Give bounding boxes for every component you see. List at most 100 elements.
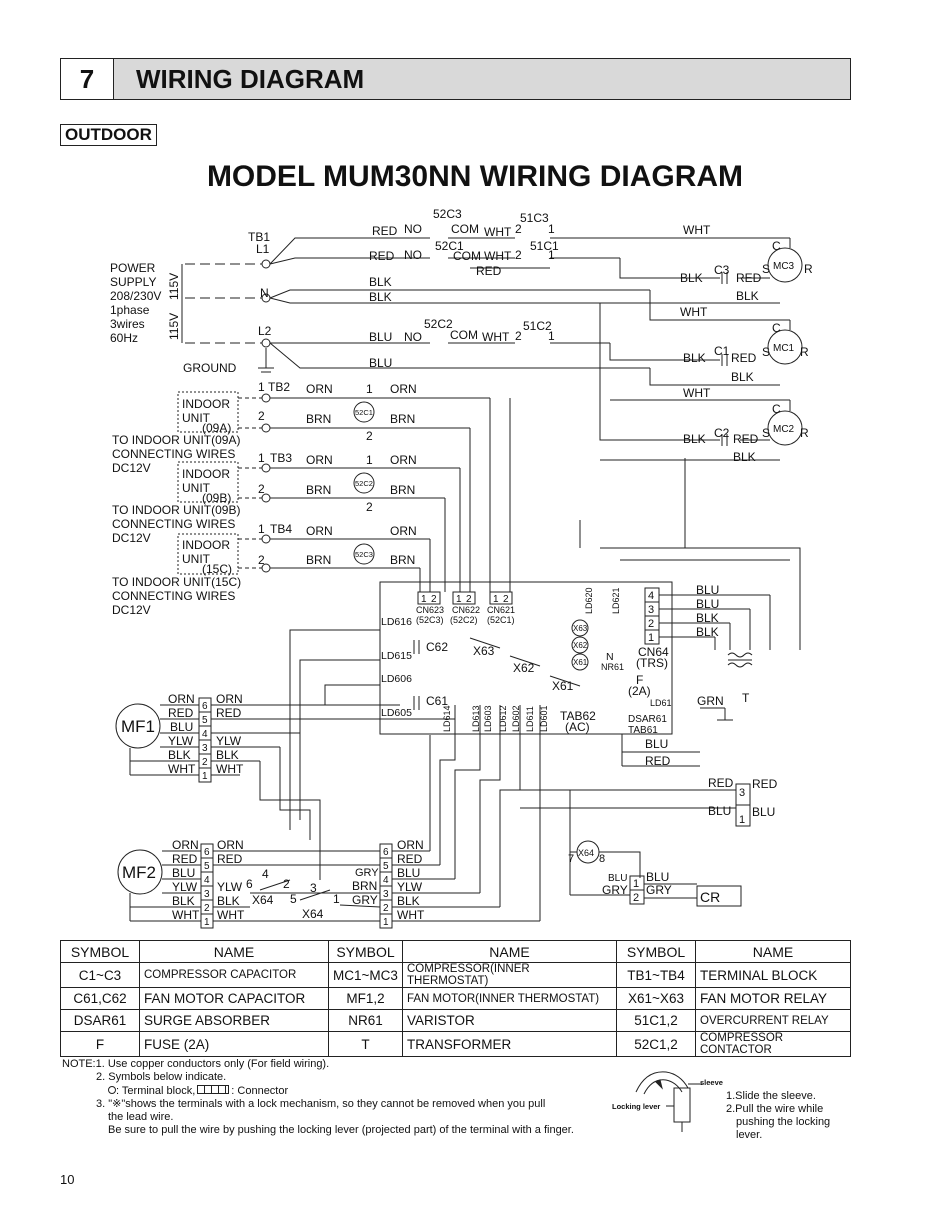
wire-blk-label: BLK <box>696 611 719 625</box>
capacitor-c2-label: C2 <box>714 426 730 440</box>
tb-pin-4: 4 <box>383 875 389 886</box>
table-row: DSAR61 SURGE ABSORBER NR61 VARISTOR 51C1… <box>60 1009 851 1032</box>
cell: COMPRESSOR CAPACITOR <box>139 962 329 988</box>
voltage-label-2: 115V <box>167 313 181 340</box>
capacitor-c62-label: C62 <box>426 640 448 654</box>
ld615-label: LD615 <box>381 650 412 662</box>
term-2-label: 2 <box>258 409 265 423</box>
wire-red-label: RED <box>369 249 395 263</box>
wire-red-label: RED <box>168 706 194 720</box>
wire-red-label: RED <box>733 432 759 446</box>
indoor-unit-label: INDOOR <box>182 397 230 411</box>
wire-red-label: RED <box>216 706 242 720</box>
wire-orn-label: ORN <box>217 838 244 852</box>
wire-blu-label: BLU <box>696 583 719 597</box>
wire-wht-label: WHT <box>484 249 512 263</box>
cell: MF1,2 <box>328 987 403 1010</box>
wire-brn-label: BRN <box>390 553 415 567</box>
wire-ylw-label: YLW <box>172 880 198 894</box>
cell: MC1~MC3 <box>328 962 403 988</box>
dc12v-label: DC12V <box>112 461 151 475</box>
cn621-sub: (52C1) <box>487 615 515 625</box>
wire-wht-label: WHT <box>217 908 245 922</box>
n-label: N <box>260 286 269 300</box>
wire-blu-label: BLU <box>369 330 392 344</box>
note-connector-text: : Connector <box>231 1084 289 1097</box>
tab61-label: TAB61 <box>628 725 658 736</box>
wire-blk-label: BLK <box>168 748 191 762</box>
header-symbol: SYMBOL <box>328 940 403 963</box>
wire-wht-label: WHT <box>680 305 708 319</box>
wire-grn-label: GRN <box>697 694 724 708</box>
mf2-pin-2: 2 <box>204 903 210 914</box>
x64-contact-5: 5 <box>290 892 297 906</box>
note-line: Be sure to pull the wire by pushing the … <box>108 1124 574 1137</box>
wire-blk-label: BLK <box>369 290 392 304</box>
ld601-label: LD601 <box>539 705 549 732</box>
wire-wht-label: WHT <box>484 225 512 239</box>
cr-pin-1: 1 <box>633 878 639 890</box>
wire-gry-label: GRY <box>602 883 628 897</box>
x64-pin-7: 7 <box>568 853 574 865</box>
wire-gry-label: GRY <box>355 867 379 879</box>
pin-2: 2 <box>431 594 437 605</box>
wire-blk-label: BLK <box>696 625 719 639</box>
tb3-label: TB3 <box>270 451 292 465</box>
term-2-label: 2 <box>515 222 522 236</box>
ld614-label: LD614 <box>442 705 452 732</box>
compressor-mc2-label: MC2 <box>773 424 795 435</box>
wire-orn-label: ORN <box>390 524 417 538</box>
contactor-52c1-label: 52C1 <box>355 408 373 417</box>
wire-orn-label: ORN <box>306 382 333 396</box>
fuse-f-label: F <box>636 673 643 687</box>
cell: C61,C62 <box>60 987 140 1010</box>
tb-pin-2: 2 <box>383 903 389 914</box>
cell: FAN MOTOR(INNER THERMOSTAT) <box>402 987 617 1010</box>
terminal-symbol-icon <box>108 1085 116 1094</box>
power-label-3: 208/230V <box>110 289 161 303</box>
cell: X61~X63 <box>616 987 696 1010</box>
cell: SURGE ABSORBER <box>139 1009 329 1032</box>
wire-blk-label: BLK <box>731 370 754 384</box>
power-label-4: 1phase <box>110 303 150 317</box>
wire-orn-label: ORN <box>306 453 333 467</box>
mf1-pin-1: 1 <box>202 771 208 782</box>
wire-blu-label: BLU <box>397 866 420 880</box>
term-2-label: 2 <box>258 553 265 567</box>
wire-wht-label: WHT <box>397 908 425 922</box>
term-1-label: 1 <box>548 248 555 262</box>
wire-blu-label: BLU <box>608 873 627 884</box>
wire-blu-label: BLU <box>646 870 669 884</box>
cell: FAN MOTOR RELAY <box>695 987 851 1010</box>
indoor-unit-label: INDOOR <box>182 538 230 552</box>
relay-x63-label: X63 <box>473 644 495 658</box>
to-indoor-09b-label: TO INDOOR UNIT(09B) <box>112 503 240 517</box>
wire-blu-label: BLU <box>708 804 731 818</box>
ld611-label: LD611 <box>525 706 535 732</box>
tb2-label: TB2 <box>268 380 290 394</box>
relay-x62-label: X62 <box>513 661 535 675</box>
power-label-6: 60Hz <box>110 331 138 345</box>
cn622-label: CN622 <box>452 605 480 615</box>
relay-no-label: NO <box>404 248 422 262</box>
relay-x64-label: X64 <box>302 907 324 921</box>
pin-2: 2 <box>466 594 472 605</box>
wire-blk-label: BLK <box>397 894 420 908</box>
relay-no-label: NO <box>404 222 422 236</box>
wire-blk-label: BLK <box>683 351 706 365</box>
cn622-sub: (52C2) <box>450 615 478 625</box>
contactor-52c3-label: 52C3 <box>355 550 373 559</box>
mf1-pin-4: 4 <box>202 729 208 740</box>
locking-lever-label: Locking lever <box>612 1102 661 1111</box>
diagram-title: MODEL MUM30NN WIRING DIAGRAM <box>206 160 744 193</box>
mf2-pin-4: 4 <box>204 875 210 886</box>
ld606-label: LD606 <box>381 673 412 685</box>
compressor-mc1-label: MC1 <box>773 343 795 354</box>
to-indoor-15c-label: TO INDOOR UNIT(15C) <box>112 575 241 589</box>
cell: COMPRESSOR(INNER THERMOSTAT) <box>402 962 617 988</box>
term-1-label: 1 <box>366 382 373 396</box>
pin-1: 1 <box>493 594 499 605</box>
note-line: the lead wire. <box>108 1111 174 1124</box>
tab62-label: TAB62 <box>560 709 596 723</box>
wire-blu-label: BLU <box>170 720 193 734</box>
